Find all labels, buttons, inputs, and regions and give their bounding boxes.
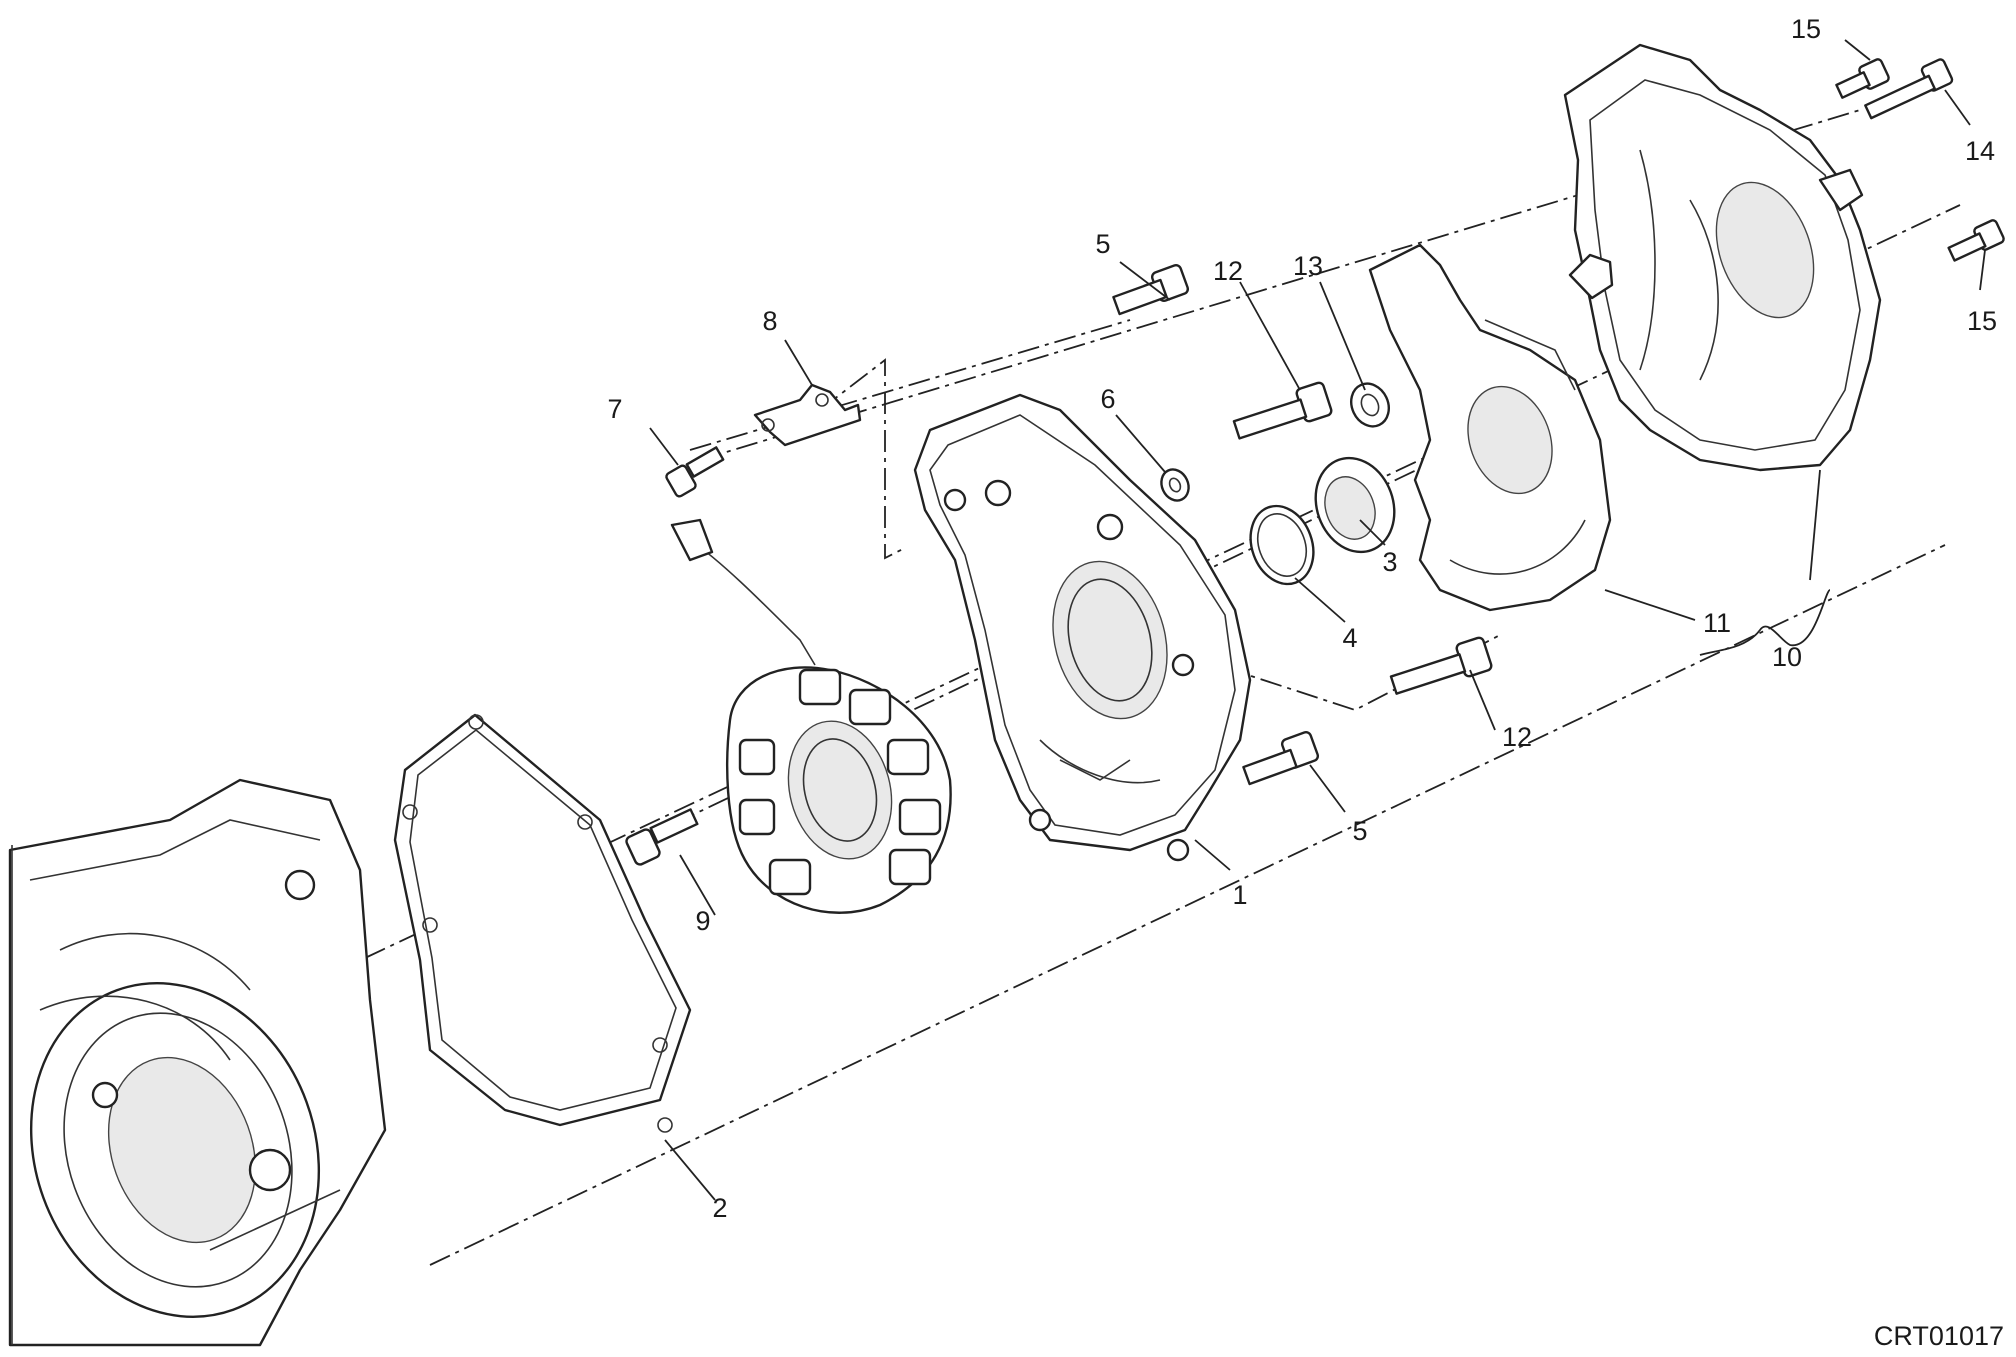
- bolt-5-lower: [1242, 730, 1320, 786]
- bolt-15-lower: [1947, 219, 2005, 262]
- outer-cover-10: [1563, 43, 1882, 472]
- callout-9: 9: [695, 906, 710, 936]
- callout-7: 7: [607, 394, 622, 424]
- callout-12-lower: 12: [1502, 722, 1532, 752]
- inner-cover-11: [1368, 243, 1612, 612]
- callout-11: 11: [1703, 608, 1731, 638]
- callout-3: 3: [1382, 547, 1397, 577]
- callout-15-upper: 15: [1791, 14, 1821, 44]
- callout-10: 10: [1772, 642, 1802, 672]
- callout-13: 13: [1293, 251, 1323, 281]
- seal-3: [1314, 456, 1396, 554]
- generator-cover: [913, 393, 1252, 862]
- crankcase: [8, 778, 387, 1347]
- callout-5-upper: 5: [1095, 229, 1110, 259]
- callout-5-lower: 5: [1352, 816, 1367, 846]
- leader-lines: [649, 39, 1986, 1201]
- callout-15-lower: 15: [1967, 306, 1997, 336]
- callout-12-upper: 12: [1213, 256, 1243, 286]
- callout-4: 4: [1342, 623, 1357, 653]
- cable-bracket: [753, 383, 862, 447]
- callout-labels: 1 2 3 4 5 5 6 7 8 9 10 11 12 12 13 14 15…: [607, 14, 1997, 1223]
- bolt-14: [1864, 58, 1954, 120]
- diagram-code: CRT01017: [1874, 1321, 2004, 1351]
- bolt-12-upper: [1232, 381, 1333, 440]
- gasket: [393, 713, 692, 1133]
- callout-1: 1: [1232, 880, 1247, 910]
- callout-14: 14: [1965, 136, 1995, 166]
- washer-6: [1160, 468, 1190, 502]
- stator: [670, 518, 952, 914]
- bolt-12-lower: [1389, 636, 1493, 695]
- bolt-15-upper: [1835, 58, 1890, 99]
- o-ring-4: [1249, 504, 1315, 586]
- callout-2: 2: [712, 1193, 727, 1223]
- bolt-7: [665, 446, 725, 498]
- callout-8: 8: [762, 306, 777, 336]
- bolt-9: [625, 808, 699, 866]
- callout-6: 6: [1100, 384, 1115, 414]
- bolt-5-upper: [1112, 263, 1190, 316]
- bushing-13: [1350, 382, 1390, 428]
